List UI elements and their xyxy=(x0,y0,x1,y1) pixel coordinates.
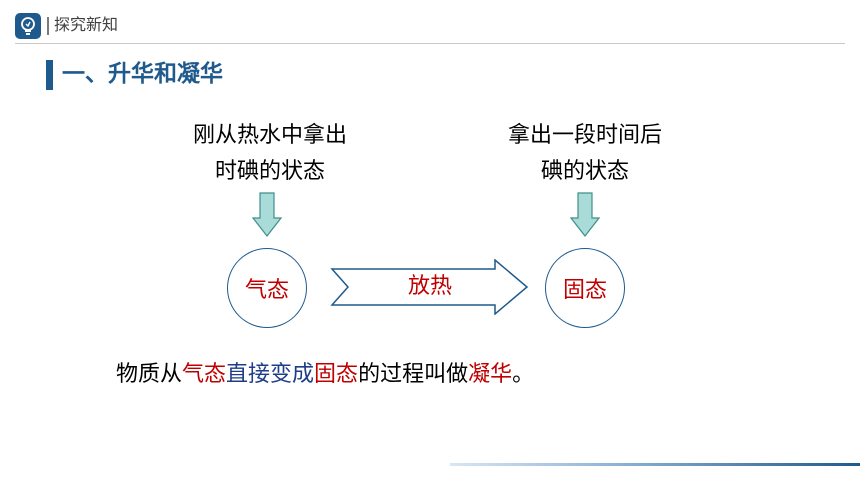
sentence-part-1: 物质从 xyxy=(116,362,183,387)
gas-state-circle: 气态 xyxy=(227,248,307,328)
left-caption-line-2: 时碘的状态 xyxy=(214,159,325,184)
right-caption-line-1: 拿出一段时间后 xyxy=(507,123,662,148)
header-separator xyxy=(47,17,49,35)
header-divider xyxy=(15,43,845,44)
header-title: 探究新知 xyxy=(54,15,119,34)
section-marker xyxy=(46,60,53,90)
left-caption-line-1: 刚从热水中拿出 xyxy=(192,123,347,148)
definition-sentence: 物质从气态直接变成固态的过程叫做凝华。 xyxy=(116,358,534,392)
solid-state-circle: 固态 xyxy=(545,248,625,328)
sentence-period: 。 xyxy=(512,362,535,387)
sentence-gas: 气态 xyxy=(182,362,227,387)
section-title: 一、升华和凝华 xyxy=(62,61,223,87)
left-down-arrow xyxy=(252,192,282,237)
right-caption-line-2: 碘的状态 xyxy=(540,159,629,184)
sentence-term: 凝华 xyxy=(468,362,513,387)
sentence-solid: 固态 xyxy=(314,362,359,387)
gas-state-label: 气态 xyxy=(244,278,289,303)
sentence-directly-becomes: 直接变成 xyxy=(226,362,315,387)
lightbulb-icon xyxy=(15,13,41,39)
footer-gradient-line xyxy=(450,463,860,466)
left-caption: 刚从热水中拿出 时碘的状态 xyxy=(160,118,380,190)
release-heat-arrow xyxy=(330,259,529,315)
right-caption: 拿出一段时间后 碘的状态 xyxy=(475,118,695,190)
process-label: 放热 xyxy=(407,274,452,299)
right-down-arrow xyxy=(570,192,600,237)
solid-state-label: 固态 xyxy=(562,278,607,303)
sentence-part-5: 的过程叫做 xyxy=(358,362,469,387)
